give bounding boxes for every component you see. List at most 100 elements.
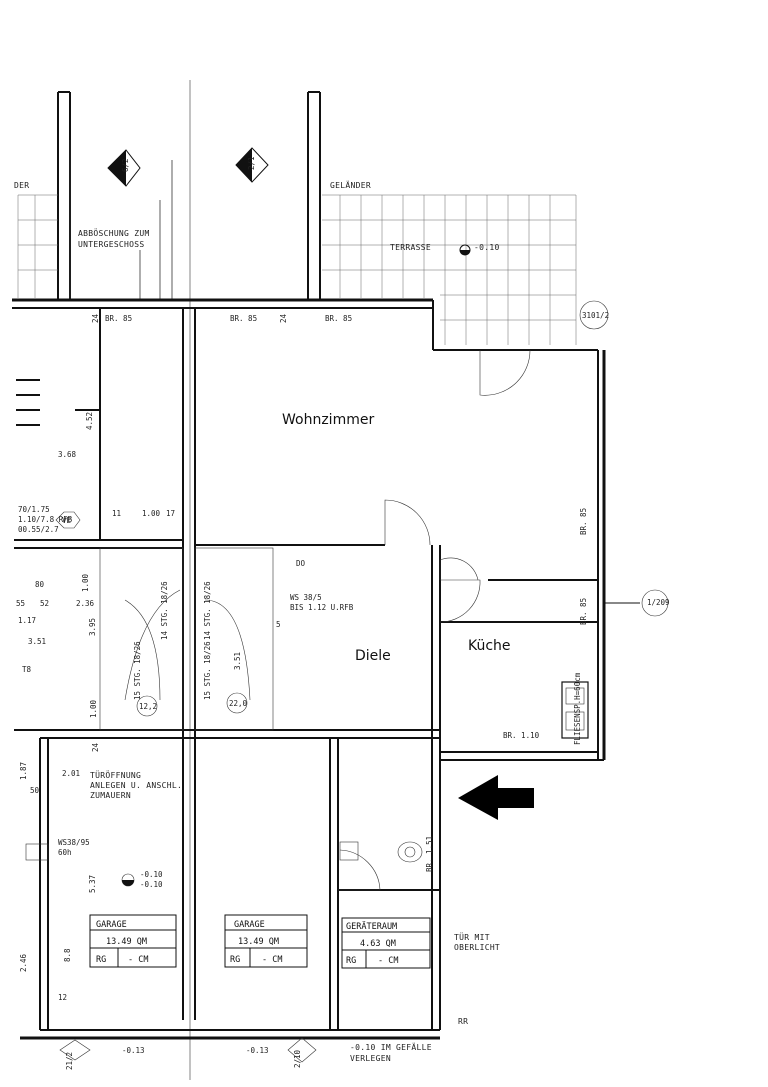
sink-icon-mid (339, 841, 359, 861)
toilet-icon (397, 841, 423, 863)
dim-201: 2.01 (62, 769, 80, 778)
opening-br85-c: BR. 85 (325, 314, 352, 323)
do-label: DO (296, 559, 306, 568)
dim-100c: 1.00 (89, 699, 98, 718)
gefaelle-label-2: VERLEGEN (350, 1054, 391, 1063)
svg-text:2/10: 2/10 (293, 1049, 302, 1068)
opening-br110: BR. 1.10 (503, 731, 540, 740)
dim-013a: -0.13 (122, 1046, 145, 1055)
sill-label-1: 70/1.75 (18, 505, 50, 514)
section-marker-4: 1/209 (604, 589, 670, 617)
entrance-arrow (458, 775, 534, 820)
dim-24b: 24 (279, 313, 288, 323)
opening-br85-v1: BR. 85 (579, 508, 588, 535)
svg-text:RG: RG (230, 955, 240, 965)
geraeteraum-box: GERÄTERAUM 4.63 QM RG - CM (341, 917, 431, 969)
garage-b-box: GARAGE 13.49 QM RG - CM (224, 914, 308, 968)
dim-395: 3.95 (88, 618, 97, 636)
svg-text:- CM: - CM (378, 956, 398, 966)
section-marker-1: 6/2 (107, 149, 141, 187)
svg-text:GERÄTERAUM: GERÄTERAUM (346, 921, 397, 932)
boeschung-label-2: UNTERGESCHOSS (78, 240, 145, 249)
stair-badge-a: 12,2 (139, 702, 157, 711)
terrace-level: -0.10 (474, 243, 500, 252)
dim-55: 55 (16, 599, 25, 608)
svg-text:1/209: 1/209 (647, 598, 670, 607)
kitchen-sink-icon (561, 681, 589, 739)
dim-236: 2.36 (76, 599, 95, 608)
svg-text:- CM: - CM (128, 955, 148, 965)
section-marker-bottom-1: 21/2 (59, 1039, 91, 1070)
garage-level-1: -0.10 (140, 870, 163, 879)
svg-text:GARAGE: GARAGE (234, 920, 265, 930)
svg-text:RG: RG (96, 955, 106, 965)
ve-badge: VE (55, 511, 81, 529)
section-marker-3: 3101/2 (579, 300, 609, 330)
room-name-wohnzimmer: Wohnzimmer (282, 412, 374, 428)
dim-5: 5 (276, 620, 281, 629)
dim-452: 4.52 (85, 412, 94, 430)
garage-level-2: -0.10 (140, 880, 163, 889)
boeschung-label-1: ABBÖSCHUNG ZUM (78, 228, 150, 238)
terrace-tiles (322, 194, 577, 345)
svg-text:13.49 QM: 13.49 QM (238, 937, 279, 947)
dim-368: 3.68 (58, 450, 77, 459)
dim-125: 12 (58, 993, 67, 1002)
dim-24a: 24 (91, 313, 100, 323)
tueroeffnung-3: ZUMAUERN (90, 791, 131, 800)
dim-187: 1.87 (19, 762, 28, 780)
ws-label-2: BIS 1.12 U.RFB (290, 603, 354, 612)
section-marker-2: 2/1 (235, 147, 269, 183)
svg-text:2/1: 2/1 (247, 156, 256, 170)
stair-label-2: 14 STG. 18/26 (160, 581, 169, 640)
ws-left-1: WS38/95 (58, 838, 90, 847)
stair-badge-b: 22,0 (229, 699, 248, 708)
tb-label: T8 (22, 665, 32, 674)
gelaender-label: GELÄNDER (330, 180, 371, 190)
left-stair-steps (16, 379, 100, 426)
fliesen-label: FLIESENSP.H=60cm (573, 672, 582, 745)
tueroeffnung-2: ANLEGEN U. ANSCHL. (90, 781, 182, 790)
dim-351b: 3.51 (233, 652, 242, 670)
gefaelle-label-1: -0.10 IM GEFÄLLE (350, 1042, 432, 1052)
dim-80: 80 (35, 580, 45, 589)
garage-a-box: GARAGE 13.49 QM RG - CM (89, 914, 177, 968)
dim-88: 8.8 (63, 948, 72, 962)
dim-100: 1.00 (142, 509, 161, 518)
gelaender-left-label: DER (14, 181, 29, 190)
tuer-mit-1: TÜR MIT (454, 932, 490, 942)
staircase-left (99, 547, 184, 731)
left-tiles (17, 194, 58, 298)
section-marker-bottom-2: 2/10 (287, 1037, 317, 1068)
opening-br85-v2: BR. 85 (579, 598, 588, 625)
dim-175: 17 (166, 509, 175, 518)
dim-537: 5.37 (88, 875, 97, 893)
terrasse-label: TERRASSE (390, 243, 431, 252)
rr-label: RR (458, 1017, 468, 1026)
opening-br151: BR. 1.51 (425, 836, 434, 872)
sink-icon-left (25, 843, 49, 861)
ws-left-2: 60h (58, 848, 72, 857)
sill-label-2: 1.10/7.8 RFB (18, 515, 73, 524)
stair-label-4: 14 STG. 18/26 (203, 581, 212, 640)
room-name-diele: Diele (355, 648, 391, 664)
dim-24c: 24 (91, 742, 100, 752)
slope-hatching (69, 140, 173, 300)
stair-label-3: 15 STG. 18/26 (203, 641, 212, 700)
room-name-kueche: Küche (468, 638, 511, 654)
dim-115: 11 (112, 509, 121, 518)
svg-text:4.63 QM: 4.63 QM (360, 939, 396, 949)
dim-117: 1.17 (18, 616, 36, 625)
svg-text:13.49 QM: 13.49 QM (106, 937, 147, 947)
svg-text:21/2: 21/2 (65, 1052, 74, 1070)
svg-text:RG: RG (346, 956, 356, 966)
tuer-mit-2: OBERLICHT (454, 943, 500, 952)
opening-br85-a: BR. 85 (105, 314, 132, 323)
tueroeffnung-1: TÜRÖFFNUNG (90, 770, 141, 780)
dim-351: 3.51 (28, 637, 46, 646)
top-fence-posts (57, 80, 321, 1080)
staircase-right (194, 547, 274, 731)
svg-text:VE: VE (62, 516, 72, 525)
stair-label-1: 15 STG. 18/26 (133, 641, 142, 700)
